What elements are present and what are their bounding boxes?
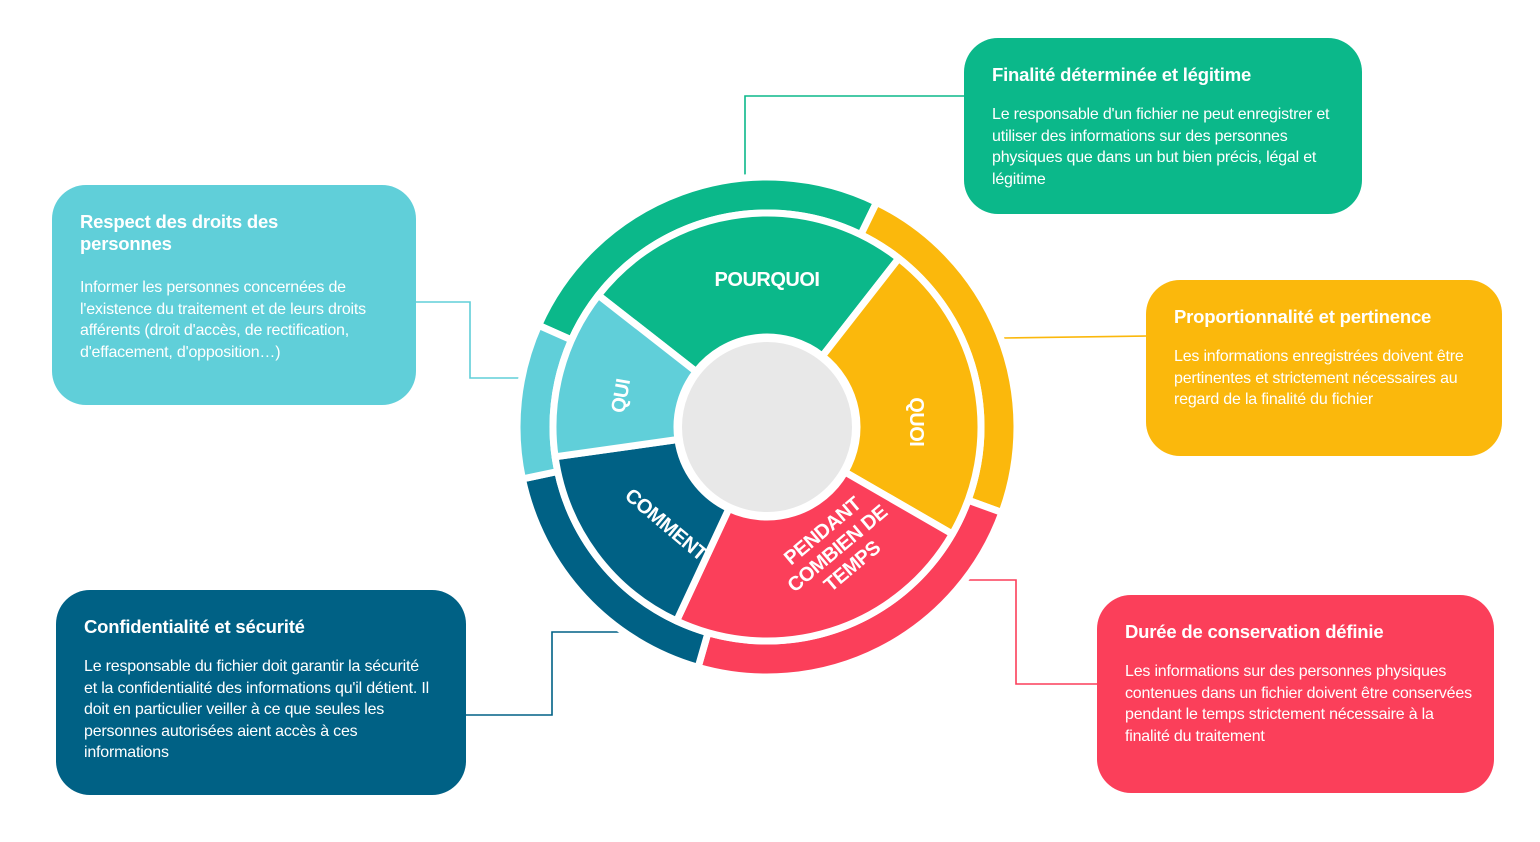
card-finalite: Finalité déterminée et légitime Le respo…	[964, 38, 1362, 214]
card-respect-title: Respect des droits des personnes	[80, 211, 279, 254]
card-proportionnalite: Proportionnalité et pertinence Les infor…	[1146, 280, 1502, 456]
connector-duree	[965, 579, 1098, 685]
segment-label-pourquoi: POURQUOI	[715, 269, 820, 291]
card-finalite-title: Finalité déterminée et légitime	[992, 64, 1252, 85]
card-respect-text: Informer les personnes concernées de l'e…	[80, 279, 366, 361]
card-proportionnalite-title: Proportionnalité et pertinence	[1174, 306, 1432, 327]
card-confidentialite: Confidentialité et sécurité Le responsab…	[56, 590, 466, 795]
card-proportionnalite-text: Les informations enregistrées doivent êt…	[1174, 348, 1464, 408]
card-duree: Durée de conservation définie Les inform…	[1097, 595, 1494, 793]
inner-ring	[549, 209, 985, 645]
card-respect: Respect des droits des personnes Informe…	[52, 185, 416, 405]
card-confidentialite-title: Confidentialité et sécurité	[84, 616, 305, 637]
card-duree-text: Les informations sur des personnes physi…	[1125, 663, 1472, 745]
connector-confidentialite	[466, 631, 622, 716]
segment-label-line: POURQUOI	[715, 269, 820, 291]
connector-proportionnalite	[1002, 335, 1148, 339]
connector-respect	[414, 301, 522, 379]
connector-lines	[414, 95, 1148, 716]
card-duree-title: Durée de conservation définie	[1125, 621, 1384, 642]
segment-label-quoi: QUOI	[905, 397, 927, 446]
segment-label-line: QUOI	[905, 397, 927, 446]
card-finalite-text: Le responsable d'un fichier ne peut enre…	[992, 106, 1330, 188]
wheel-center	[674, 334, 860, 520]
card-confidentialite-text: Le responsable du fichier doit garantir …	[84, 658, 429, 761]
connector-finalite	[744, 95, 965, 183]
